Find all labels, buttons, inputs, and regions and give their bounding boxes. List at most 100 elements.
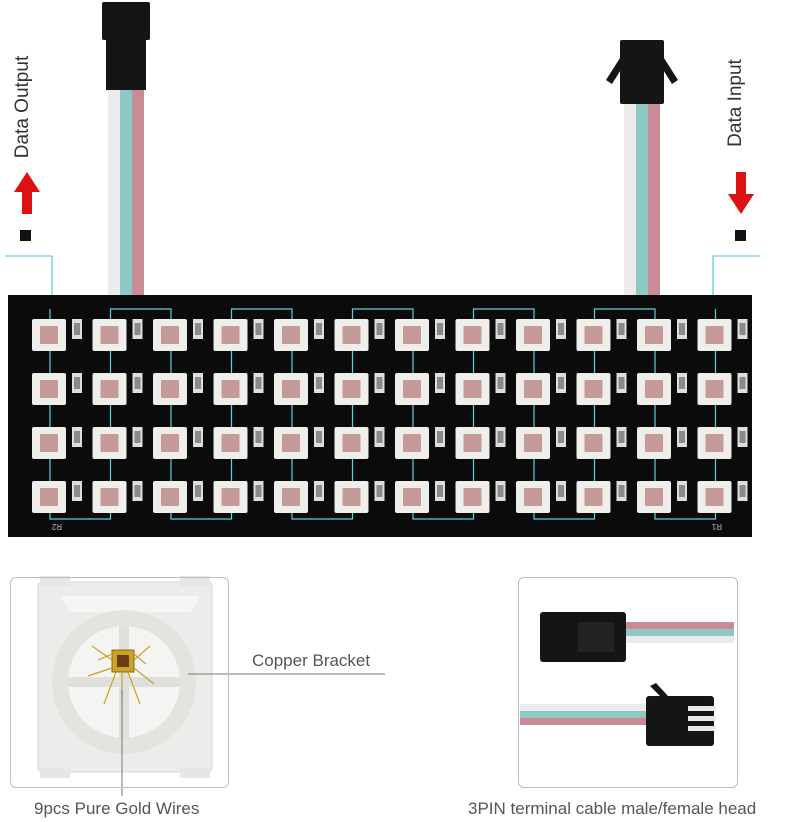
capacitor-body [134,485,141,497]
led-die [645,434,663,452]
down-arrow-icon [728,172,754,241]
led-die [705,326,724,344]
led-die [645,488,663,506]
led-closeup [37,576,385,796]
capacitor-body [195,377,201,389]
capacitor-body [497,431,504,443]
capacitor-body [437,485,443,497]
capacitor-body [376,485,383,497]
capacitor-body [437,377,443,389]
led-die [705,380,724,398]
capacitor-body [134,323,141,335]
up-arrow-icon [14,172,40,241]
led-die [463,326,482,344]
capacitor-body [74,485,80,497]
capacitor-body [679,377,685,389]
capacitor-body [679,485,685,497]
led-die [584,488,603,506]
data-output-label: Data Output [12,55,34,159]
capacitor-body [255,485,262,497]
capacitor-body [316,377,322,389]
led-die [463,380,482,398]
capacitor-body [316,431,322,443]
led-die [161,488,179,506]
capacitor-body [739,323,746,335]
capacitor-body [558,377,564,389]
data-input-label: Data Input [724,59,746,147]
capacitor-body [74,431,80,443]
led-die [524,326,542,344]
led-die [161,326,179,344]
led-die [584,380,603,398]
capacitor-body [618,377,625,389]
pcb-mark-right: R1 [711,522,722,531]
capacitor-body [376,323,383,335]
copper-bracket-label: Copper Bracket [252,651,371,670]
led-die [282,488,300,506]
led-die [342,380,361,398]
led-matrix-board [8,295,752,537]
capacitor-body [497,377,504,389]
capacitor-body [195,485,201,497]
capacitor-body [739,431,746,443]
led-closeup-frame [10,577,229,788]
capacitor-body [255,431,262,443]
cable-head-label: 3PIN terminal cable male/female head [468,799,757,818]
capacitor-body [679,323,685,335]
capacitor-body [618,431,625,443]
capacitor-body [558,485,564,497]
capacitor-body [437,323,443,335]
capacitor-body [437,431,443,443]
led-die [221,326,240,344]
led-die [282,326,300,344]
led-die [161,434,179,452]
led-die [100,434,119,452]
led-die [645,326,663,344]
led-die [100,326,119,344]
capacitor-body [74,323,80,335]
capacitor-body [739,377,746,389]
led-die [282,380,300,398]
led-die [705,434,724,452]
led-die [463,434,482,452]
capacitor-body [618,485,625,497]
led-die [40,434,58,452]
led-die [584,326,603,344]
led-die [221,380,240,398]
capacitor-body [497,485,504,497]
capacitor-body [195,431,201,443]
led-die [342,488,361,506]
capacitor-body [618,323,625,335]
led-die [524,434,542,452]
cable-closeup-frame [518,577,738,788]
led-die [40,380,58,398]
led-die [403,380,421,398]
led-die [342,434,361,452]
data-trace [49,308,717,520]
led-die [403,326,421,344]
led-die [221,488,240,506]
led-die [403,434,421,452]
led-die [40,326,58,344]
capacitor-body [316,485,322,497]
capacitor-body [316,323,322,335]
capacitor-body [134,377,141,389]
led-die [100,380,119,398]
capacitor-body [376,377,383,389]
capacitor-body [558,323,564,335]
capacitor-body [134,431,141,443]
led-die [584,434,603,452]
gold-wires-label: 9pcs Pure Gold Wires [34,799,200,818]
output-cable [102,2,150,295]
led-die [705,488,724,506]
led-die [161,380,179,398]
led-die [524,488,542,506]
led-die [342,326,361,344]
capacitor-body [739,485,746,497]
led-die [524,380,542,398]
capacitor-body [558,431,564,443]
capacitor-body [497,323,504,335]
led-die [40,488,58,506]
capacitor-body [679,431,685,443]
pcb-mark-left: R2 [51,522,62,531]
